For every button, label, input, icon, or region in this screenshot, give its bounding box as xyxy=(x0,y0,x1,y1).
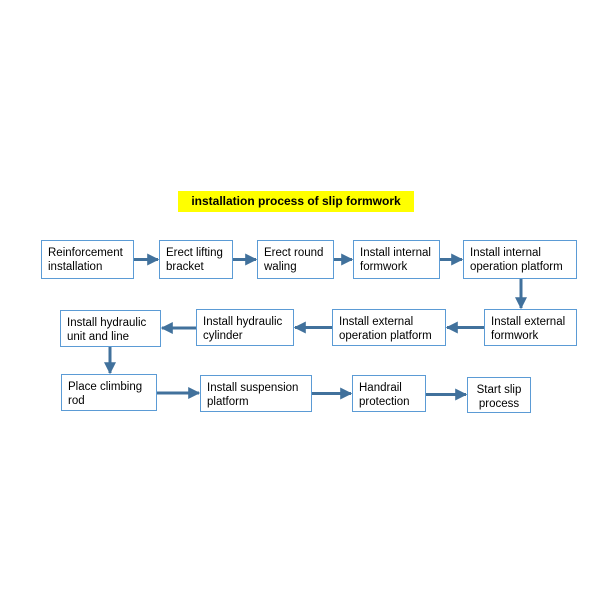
step-erect-lifting-bracket: Erect lifting bracket xyxy=(159,240,233,279)
step-start-slip-process: Start slip process xyxy=(467,377,531,413)
step-install-hydraulic-cylinder: Install hydraulic cylinder xyxy=(196,309,294,346)
diagram-title: installation process of slip formwork xyxy=(178,191,414,212)
step-handrail-protection: Handrail protection xyxy=(352,375,426,412)
step-reinforcement-installation: Reinforcement installation xyxy=(41,240,134,279)
step-place-climbing-rod: Place climbing rod xyxy=(61,374,157,411)
step-erect-round-waling: Erect round waling xyxy=(257,240,334,279)
step-install-internal-formwork: Install internal formwork xyxy=(353,240,440,279)
step-install-hydraulic-unit-and-line: Install hydraulic unit and line xyxy=(60,310,161,347)
step-install-external-formwork: Install external formwork xyxy=(484,309,577,346)
step-install-suspension-platform: Install suspension platform xyxy=(200,375,312,412)
step-install-internal-operation-platform: Install internal operation platform xyxy=(463,240,577,279)
step-install-external-operation-platform: Install external operation platform xyxy=(332,309,446,346)
